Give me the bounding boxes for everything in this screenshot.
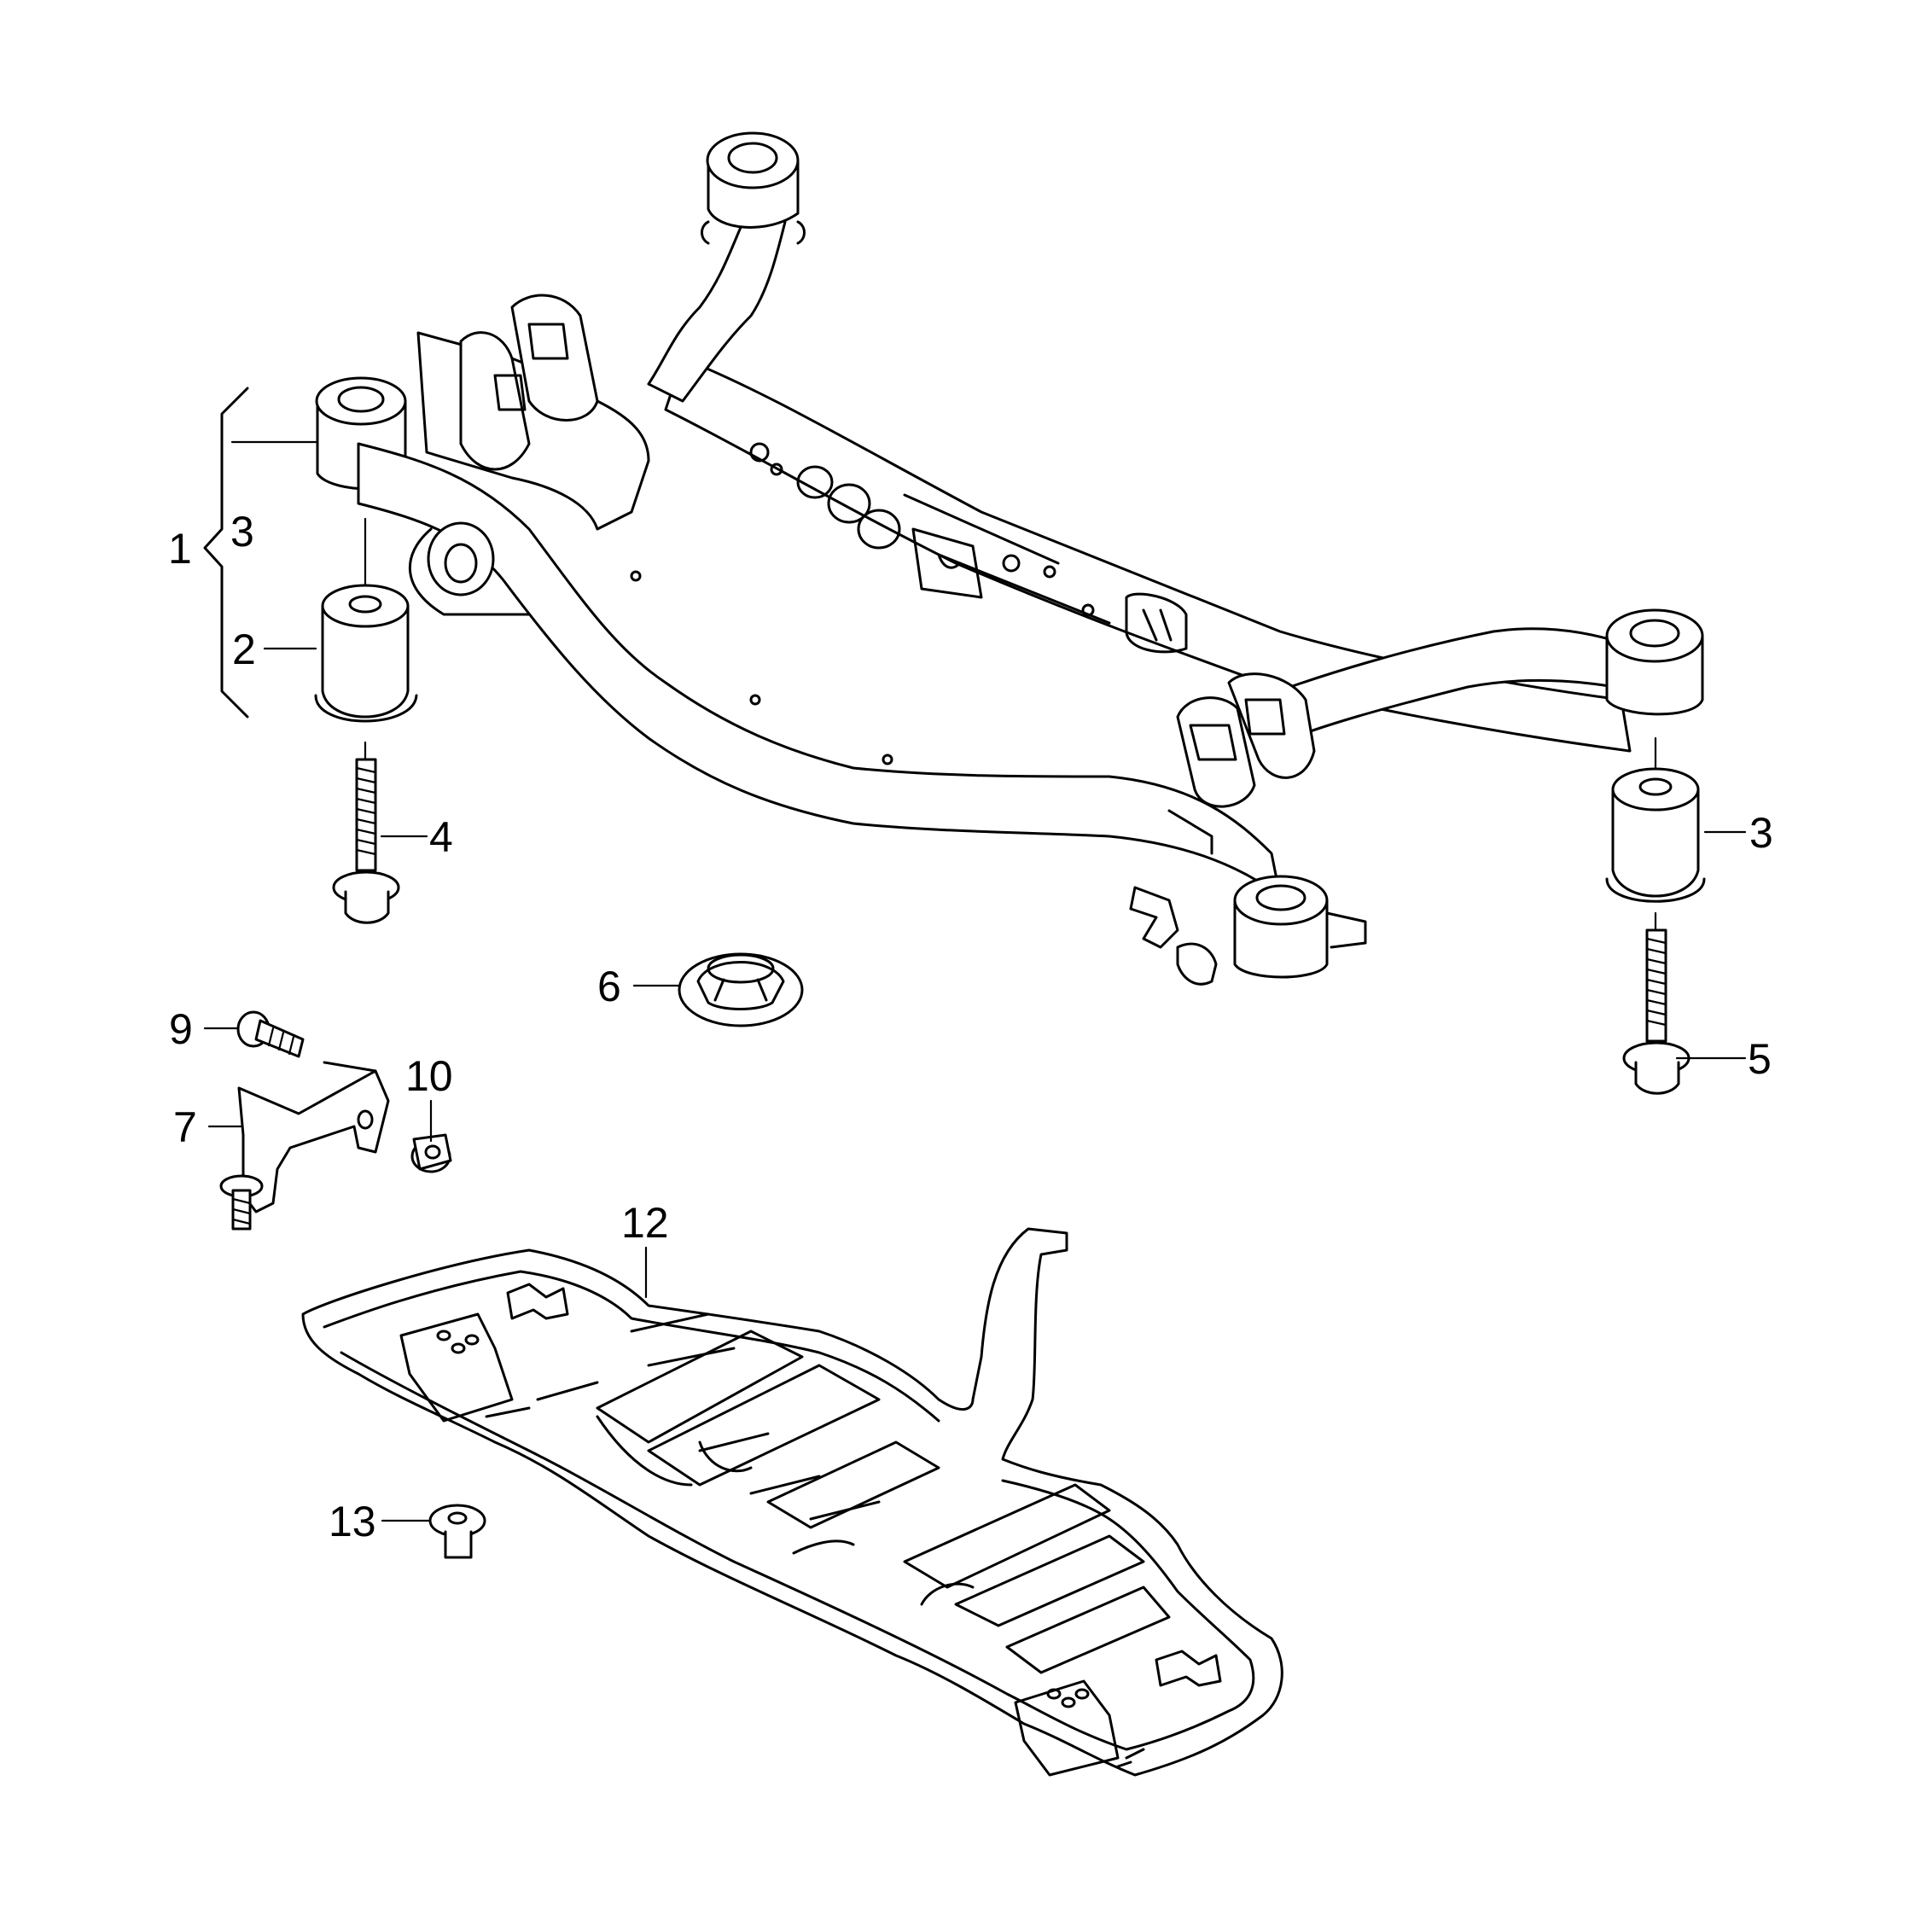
bolt-9 (236, 1010, 305, 1058)
callout-10: 10 (405, 1052, 453, 1100)
callout-3-right: 3 (1749, 809, 1773, 857)
underbody-panel-12 (301, 1227, 1283, 1777)
callout-5: 5 (1748, 1035, 1772, 1083)
bolt-5 (1622, 911, 1690, 1095)
callout-1: 1 (168, 525, 192, 573)
bracket-7 (219, 1061, 390, 1231)
leader-lines (203, 440, 1747, 1522)
callout-12: 12 (621, 1199, 669, 1247)
group-brace-1 (203, 387, 249, 719)
bolt-4 (332, 741, 400, 924)
bush-3-right (1605, 736, 1706, 903)
subframe (315, 131, 1704, 986)
clip-13 (428, 1504, 486, 1559)
callout-9: 9 (169, 1005, 193, 1053)
nut-10 (410, 1133, 452, 1173)
callout-13: 13 (329, 1498, 376, 1545)
callout-2: 2 (232, 626, 256, 673)
rubber-cup-6 (678, 952, 804, 1027)
callout-3-left: 3 (230, 508, 254, 556)
callout-6: 6 (597, 963, 621, 1010)
callouts: 1 3 2 4 3 5 6 9 10 7 12 13 (168, 508, 1773, 1545)
bush-2 (314, 517, 418, 723)
callout-4: 4 (429, 813, 453, 861)
callout-7: 7 (173, 1103, 197, 1151)
